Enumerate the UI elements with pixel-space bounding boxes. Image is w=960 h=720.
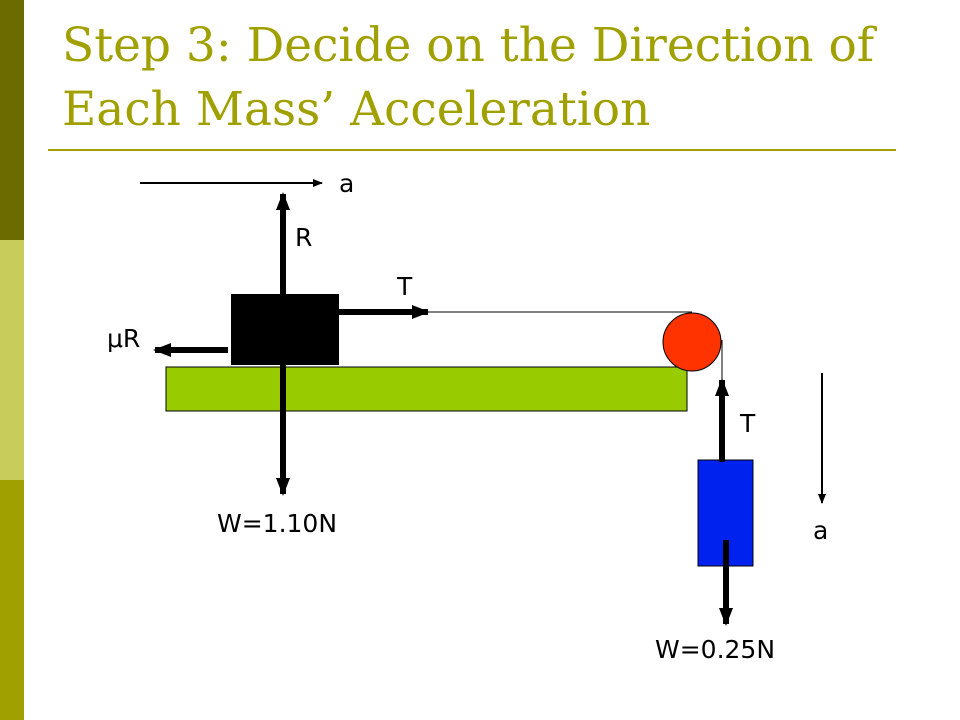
slide-title: Step 3: Decide on the Direction of Each … xyxy=(62,14,922,142)
title-line-1: Step 3: Decide on the Direction of xyxy=(62,18,875,73)
sidebar-band-top xyxy=(0,0,24,240)
sidebar-band-bottom xyxy=(0,480,24,720)
label-tension-hang: T xyxy=(739,409,756,438)
label-friction: μR xyxy=(107,324,140,353)
sidebar-band-middle xyxy=(0,240,24,480)
pulley xyxy=(662,312,722,372)
label-accel-top: a xyxy=(339,169,354,198)
title-line-2: Each Mass’ Acceleration xyxy=(62,82,651,137)
label-tension-top: T xyxy=(396,272,413,301)
block-mass xyxy=(231,294,339,365)
title-divider xyxy=(48,149,896,151)
label-normal: R xyxy=(295,223,312,252)
label-accel-right: a xyxy=(813,516,828,545)
table-surface xyxy=(165,366,688,412)
label-weight-hang: W=0.25N xyxy=(655,635,775,664)
label-weight-block: W=1.10N xyxy=(217,509,337,538)
